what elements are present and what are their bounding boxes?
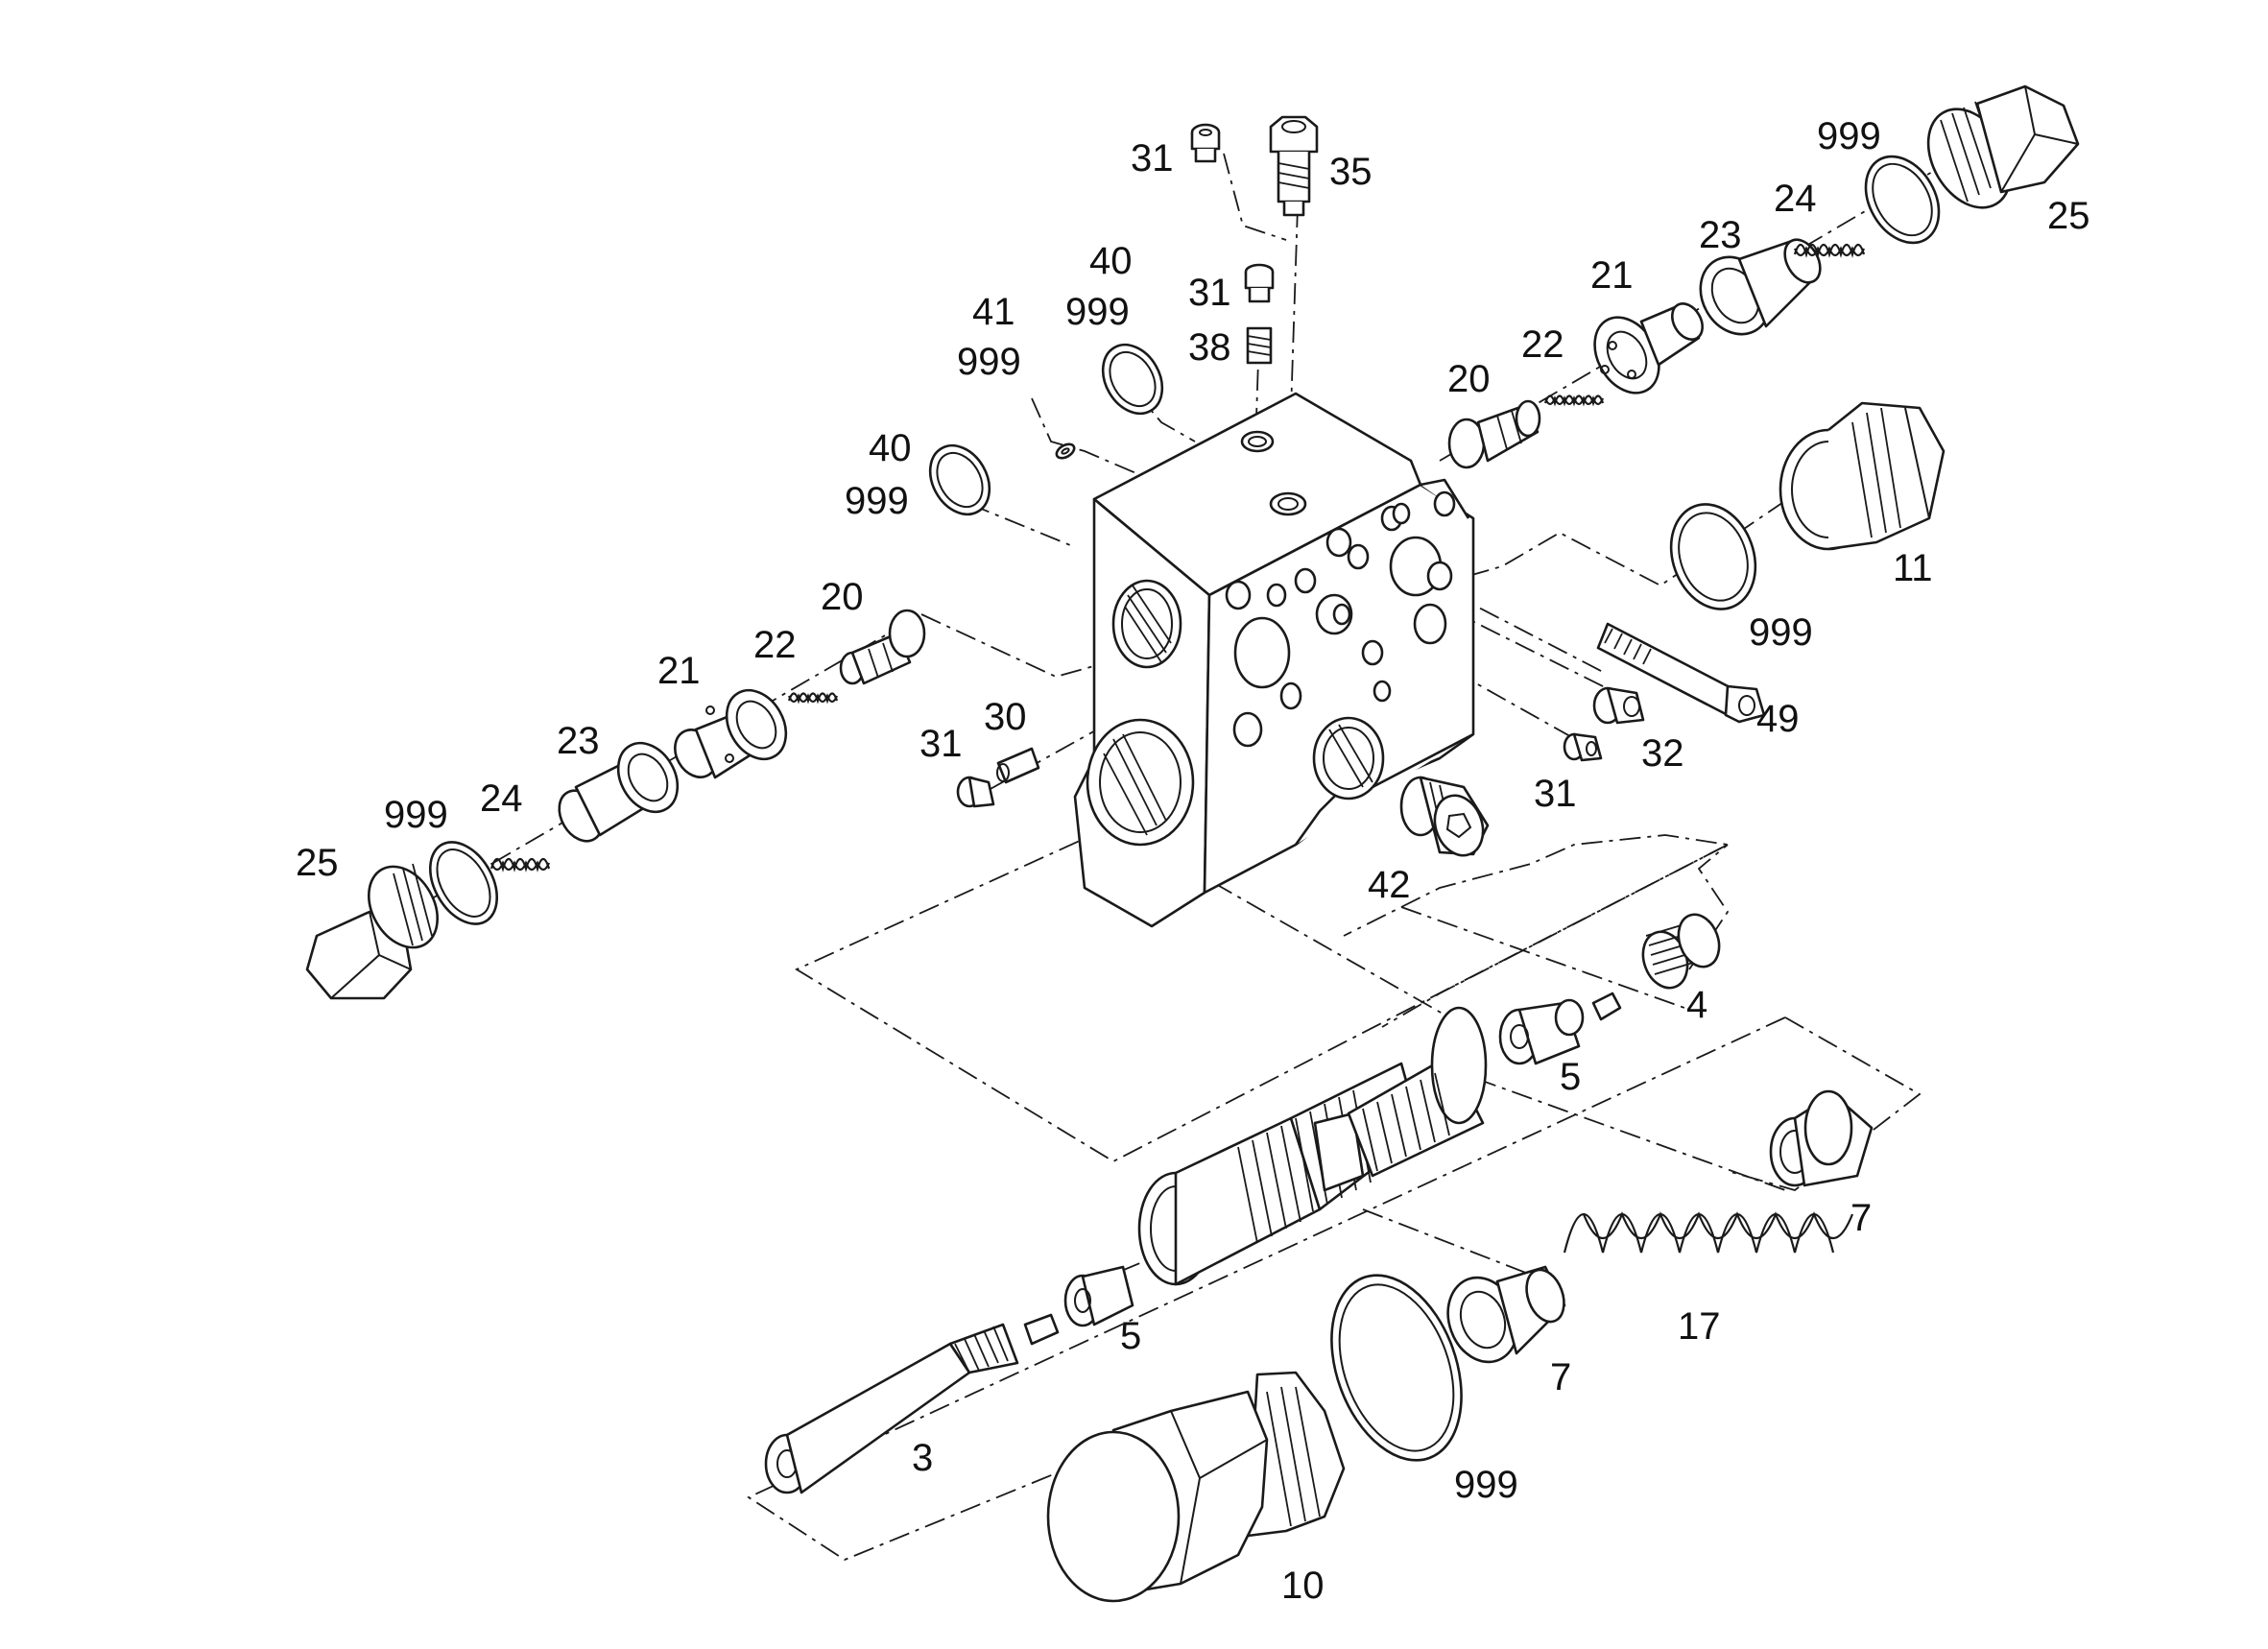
part-small-pin-bottom (1023, 1313, 1060, 1346)
part-42-plug (1399, 776, 1490, 857)
part-38-set-screw (1246, 326, 1273, 365)
callout-49: 49 (1756, 698, 1800, 740)
callout-17: 17 (1678, 1305, 1721, 1348)
callout-31-top: 31 (1131, 137, 1174, 179)
callout-32: 32 (1641, 732, 1684, 775)
part-23-left-sleeve (558, 741, 680, 843)
callout-999-11: 999 (1749, 611, 1813, 654)
callout-40-top: 40 (1089, 240, 1133, 282)
callout-5-bottom: 5 (1120, 1315, 1141, 1357)
part-11-cap (1779, 401, 1946, 551)
callout-20-left: 20 (821, 576, 864, 618)
callout-4: 4 (1686, 984, 1707, 1026)
valve-block-housing (1073, 392, 1475, 928)
part-22-left-spring (787, 692, 839, 705)
part-7-right-cap (1769, 1089, 1874, 1187)
part-999-right-oring (1864, 155, 1941, 245)
callout-21-right: 21 (1590, 254, 1634, 297)
callout-38: 38 (1188, 326, 1231, 369)
callout-7-right: 7 (1850, 1197, 1872, 1239)
callout-999-pin: 999 (957, 341, 1021, 383)
callout-31-right: 31 (1534, 773, 1577, 815)
part-31-right-plug (1563, 732, 1603, 762)
part-20-left-pin (839, 609, 926, 685)
callout-22-left: 22 (753, 624, 797, 666)
part-20-right-pin (1447, 399, 1541, 469)
callout-10: 10 (1281, 1565, 1325, 1607)
callout-21-left: 21 (657, 650, 701, 692)
callout-25-right: 25 (2047, 195, 2090, 237)
callout-999-bottom: 999 (1454, 1464, 1518, 1506)
callout-41: 41 (972, 291, 1015, 333)
part-17-spring (1563, 1211, 1854, 1254)
part-21-left-seat (674, 688, 788, 779)
callout-7-left: 7 (1550, 1356, 1571, 1398)
part-49-bolt (1596, 622, 1766, 724)
callout-24-left: 24 (480, 777, 523, 820)
part-40-oring-top (1101, 343, 1164, 416)
part-5-small-pin-top (1591, 992, 1622, 1021)
part-4-spring (1641, 913, 1721, 990)
callout-20-right: 20 (1447, 358, 1491, 400)
part-21-right-seat (1593, 302, 1705, 394)
part-10-cap (1046, 1371, 1346, 1603)
part-40-oring-left (928, 443, 991, 516)
part-23-right-sleeve (1699, 238, 1822, 336)
part-999-large-oring (1330, 1274, 1463, 1462)
part-7-left-cap (1446, 1265, 1566, 1364)
part-spool-body (1137, 1006, 1488, 1286)
part-5-top-nut (1498, 998, 1585, 1065)
callout-31-left: 31 (919, 723, 963, 765)
part-30-screw (996, 747, 1040, 784)
callout-25-left: 25 (296, 842, 339, 884)
callout-999-top-right: 999 (1817, 115, 1881, 157)
part-5-bottom-nut (1063, 1265, 1134, 1327)
callout-23-right: 23 (1699, 214, 1742, 256)
callout-5-top: 5 (1560, 1056, 1581, 1098)
callout-35: 35 (1329, 151, 1373, 193)
callout-24-right: 24 (1774, 178, 1817, 220)
part-31-top-plug (1190, 123, 1221, 163)
part-25-left-plug (305, 863, 439, 1000)
part-25-right-plug (1926, 84, 2080, 209)
callout-labels: 31 35 999 25 24 23 21 40 999 31 41 999 3… (296, 115, 2090, 1607)
callout-22-right: 22 (1521, 323, 1564, 366)
part-32-plug (1592, 686, 1645, 725)
callout-999-left: 999 (384, 794, 448, 836)
part-999-oring-11 (1669, 503, 1757, 610)
part-24-right-spring (1793, 243, 1866, 258)
callout-31-center: 31 (1188, 272, 1231, 314)
part-3-rod (764, 1323, 1019, 1494)
callout-40-left: 40 (869, 427, 912, 469)
callout-23-left: 23 (557, 720, 600, 762)
part-31-center-plug (1244, 263, 1275, 303)
callout-3: 3 (912, 1437, 933, 1479)
part-22-right-spring (1543, 394, 1605, 407)
part-31-left-plug (956, 776, 995, 808)
callout-30: 30 (984, 696, 1027, 738)
part-24-left-spring (489, 857, 551, 872)
callout-999-left-ring: 999 (845, 480, 909, 522)
callout-11: 11 (1893, 547, 1933, 589)
part-999-left-oring (429, 841, 498, 925)
part-35-hex-valve (1269, 115, 1319, 217)
callout-999-top: 999 (1065, 291, 1130, 333)
part-41-pin (1055, 442, 1076, 460)
callout-42: 42 (1368, 864, 1411, 906)
